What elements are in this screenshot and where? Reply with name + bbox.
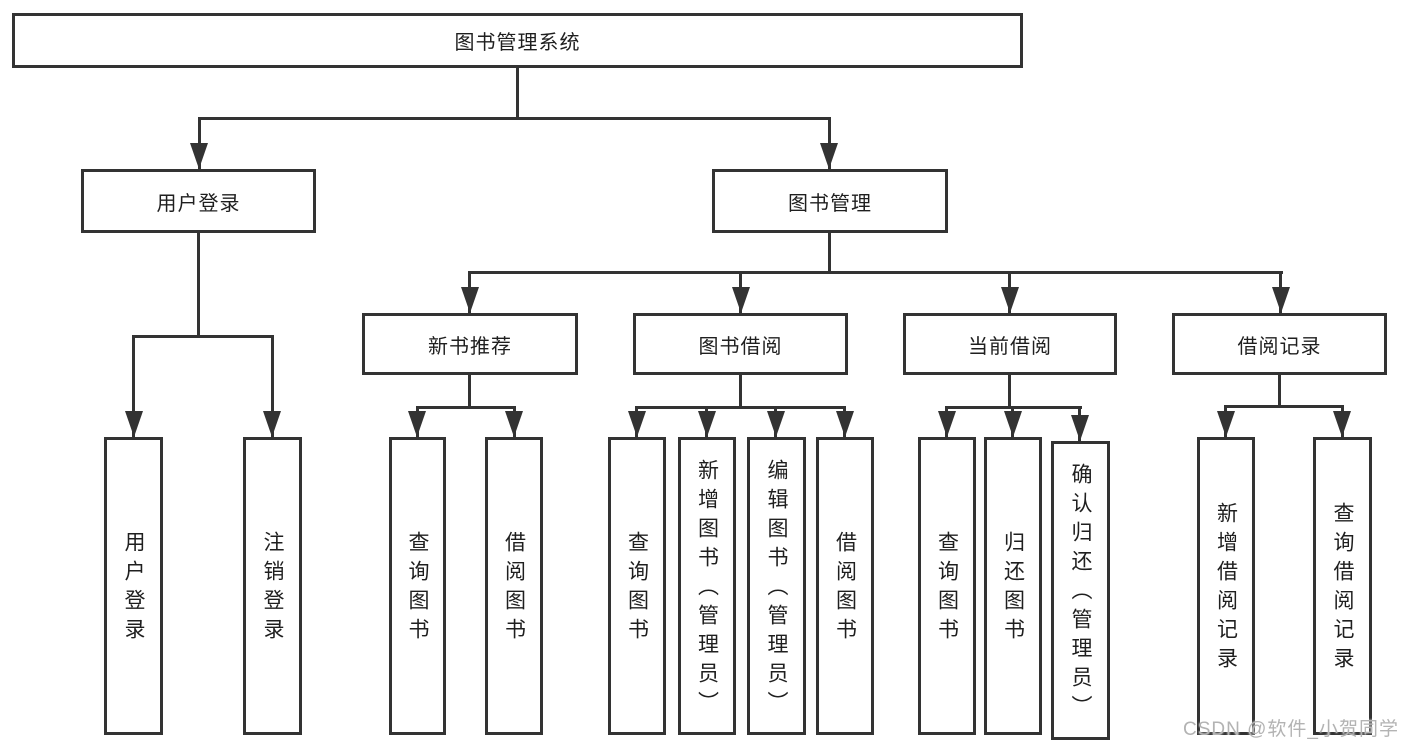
connector-new-book-hbar — [416, 406, 516, 409]
leaf-label: 归还图书 — [1001, 531, 1025, 647]
leaf-borrow-books-recommend: 借阅图书 — [485, 437, 543, 735]
leaf-label: 用户登录 — [122, 531, 145, 647]
leaf-add-book-admin: 新增图书（管理员） — [678, 437, 736, 735]
leaf-label: 确认归还（管理员） — [1069, 463, 1092, 724]
leaf-return-book: 归还图书 — [984, 437, 1042, 735]
connector-user-login-hbar — [132, 335, 274, 338]
connector-book-management-stem — [828, 233, 831, 274]
leaf-label: 新增借阅记录 — [1214, 502, 1238, 676]
arrow-down-icon — [461, 287, 479, 313]
connector-new-book-stem — [468, 375, 471, 409]
node-library-management-system: 图书管理系统 — [12, 13, 1023, 68]
connector-borrow-records-stem — [1278, 375, 1281, 408]
arrow-down-icon — [1071, 415, 1089, 441]
leaf-label: 查询借阅记录 — [1331, 502, 1354, 676]
leaf-query-books-recommend: 查询图书 — [389, 437, 446, 735]
leaf-label: 查询图书 — [935, 531, 959, 647]
connector-drop-leaf — [132, 335, 135, 437]
arrow-down-icon — [1333, 411, 1351, 437]
connector-book-borrow-stem — [739, 375, 742, 409]
arrow-down-icon — [732, 287, 750, 313]
connector-drop-leaf — [271, 335, 274, 437]
node-label: 当前借阅 — [968, 335, 1052, 358]
node-new-book-recommend: 新书推荐 — [362, 313, 578, 375]
node-borrow-records: 借阅记录 — [1172, 313, 1387, 375]
node-label: 用户登录 — [156, 192, 241, 215]
arrow-down-icon — [698, 411, 716, 437]
leaf-query-borrow-record: 查询借阅记录 — [1313, 437, 1372, 735]
leaf-logout: 注销登录 — [243, 437, 302, 735]
node-label: 借阅记录 — [1237, 335, 1322, 358]
arrow-down-icon — [836, 411, 854, 437]
leaf-query-books-borrow: 查询图书 — [608, 437, 666, 735]
node-user-login: 用户登录 — [81, 169, 316, 233]
arrow-down-icon — [1217, 411, 1235, 437]
connector-root-hbar — [198, 117, 831, 120]
node-label: 图书管理系统 — [454, 32, 581, 54]
connector-book-management-hbar — [468, 271, 1283, 274]
arrow-down-icon — [938, 411, 956, 437]
leaf-label: 借阅图书 — [833, 531, 857, 647]
connector-current-borrow-stem — [1008, 375, 1011, 409]
arrow-down-icon — [820, 143, 838, 169]
arrow-down-icon — [1001, 287, 1019, 313]
arrow-down-icon — [1004, 411, 1022, 437]
connector-borrow-records-hbar — [1224, 405, 1344, 408]
leaf-label: 查询图书 — [406, 531, 429, 647]
arrow-down-icon — [767, 411, 785, 437]
leaf-label: 查询图书 — [625, 531, 649, 647]
leaf-query-books-current: 查询图书 — [918, 437, 976, 735]
node-label: 图书管理 — [788, 192, 872, 215]
node-label: 新书推荐 — [428, 335, 512, 358]
arrow-down-icon — [505, 411, 523, 437]
node-label: 图书借阅 — [698, 335, 783, 358]
leaf-confirm-return-admin: 确认归还（管理员） — [1051, 441, 1110, 740]
node-book-borrow: 图书借阅 — [633, 313, 848, 375]
leaf-label: 借阅图书 — [502, 531, 526, 647]
leaf-add-borrow-record: 新增借阅记录 — [1197, 437, 1255, 735]
arrow-down-icon — [1272, 287, 1290, 313]
connector-user-login-stem — [197, 233, 200, 338]
arrow-down-icon — [190, 143, 208, 169]
arrow-down-icon — [263, 411, 281, 437]
leaf-label: 注销登录 — [261, 531, 284, 647]
connector-root-stem — [516, 68, 519, 120]
arrow-down-icon — [125, 411, 143, 437]
leaf-label: 编辑图书（管理员） — [765, 458, 788, 720]
node-book-management: 图书管理 — [712, 169, 948, 233]
arrow-down-icon — [628, 411, 646, 437]
leaf-borrow-books-borrow: 借阅图书 — [816, 437, 874, 735]
leaf-edit-book-admin: 编辑图书（管理员） — [747, 437, 806, 735]
csdn-watermark: CSDN @软件_小贺同学 — [1183, 719, 1399, 740]
node-current-borrow: 当前借阅 — [903, 313, 1117, 375]
leaf-label: 新增图书（管理员） — [695, 458, 719, 720]
connector-book-borrow-hbar — [635, 406, 846, 409]
arrow-down-icon — [408, 411, 426, 437]
leaf-user-login: 用户登录 — [104, 437, 163, 735]
